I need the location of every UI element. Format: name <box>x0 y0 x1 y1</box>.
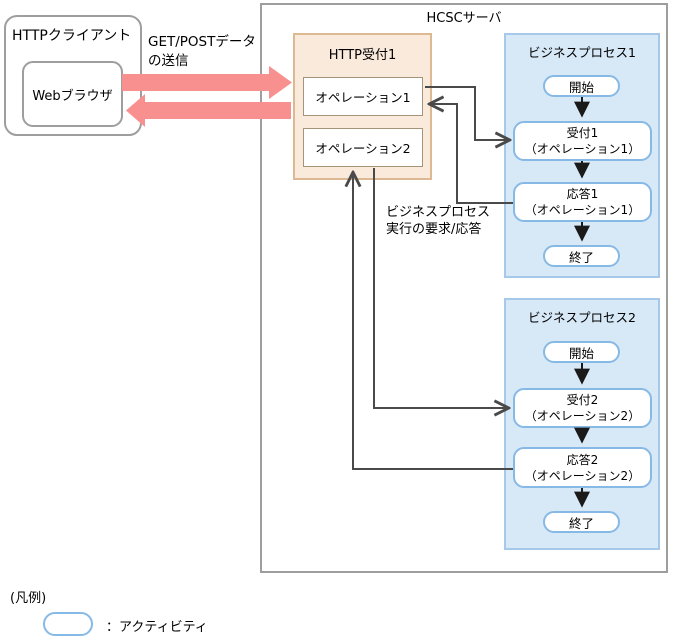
legend-heading: (凡例) <box>10 591 47 606</box>
bp1-receipt-line1: 受付1 <box>566 126 599 140</box>
legend-activity-label: ：アクティビティ <box>106 620 208 635</box>
http-reception-title: HTTP受付1 <box>328 48 397 63</box>
getpost-label-line1: GET/POSTデータ <box>148 34 256 50</box>
bp2-receipt-line1: 受付2 <box>566 393 599 407</box>
http-client-title: HTTPクライアント <box>12 28 132 44</box>
bp1-end-activity: 終了 <box>543 245 620 267</box>
bp1-receipt-line2: （オペレーション1） <box>524 142 641 156</box>
operation1-box: オペレーション1 <box>303 77 423 116</box>
bp-request-label-line2: 実行の要求/応答 <box>386 222 482 237</box>
bp1-receipt-activity: 受付1 （オペレーション1） <box>513 121 652 161</box>
bp2-reply-line1: 応答2 <box>566 452 599 467</box>
bp1-start-activity: 開始 <box>543 75 620 97</box>
bp2-end-activity: 終了 <box>543 511 620 533</box>
business-process1-title: ビジネスプロセス1 <box>528 45 636 60</box>
bp2-reply-line2: （オペレーション2） <box>524 468 641 483</box>
web-browser-box: Webブラウザ <box>22 61 123 127</box>
bp-request-label-line1: ビジネスプロセス <box>386 205 491 220</box>
bp1-reply-line2: （オペレーション1） <box>524 203 641 217</box>
bp2-receipt-activity: 受付2 （オペレーション2） <box>513 388 652 428</box>
bp1-reply-activity: 応答1 （オペレーション1） <box>513 182 652 222</box>
bp1-reply-line1: 応答1 <box>566 187 599 201</box>
bp2-start-activity: 開始 <box>543 341 620 363</box>
business-process2-title: ビジネスプロセス2 <box>528 310 636 325</box>
hcsc-server-title: HCSCサーバ <box>426 11 502 26</box>
bp2-reply-activity: 応答2 （オペレーション2） <box>513 447 652 488</box>
operation2-box: オペレーション2 <box>303 128 423 167</box>
getpost-transfer-label: GET/POSTデータ の送信 <box>148 33 256 71</box>
bp-request-response-label: ビジネスプロセス 実行の要求/応答 <box>386 204 490 238</box>
bp2-receipt-line2: （オペレーション2） <box>524 409 641 423</box>
legend-activity-shape <box>43 612 93 636</box>
getpost-label-line2: の送信 <box>148 53 189 69</box>
